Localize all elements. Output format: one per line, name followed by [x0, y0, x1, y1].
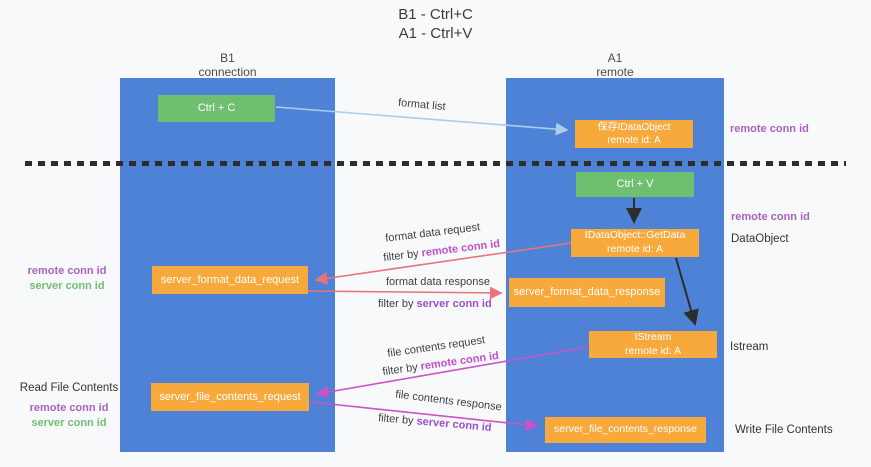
- istream-remote-id: remote id: A: [624, 344, 682, 357]
- lane-header-b1: B1 connection: [120, 51, 335, 80]
- label-remote-conn-id-top-right: remote conn id: [730, 123, 809, 135]
- left-conn-id-group-upper: remote conn id server conn id: [17, 264, 117, 294]
- filter-server-conn-id: server conn id: [416, 415, 493, 434]
- title-line-1: B1 - Ctrl+C: [398, 6, 473, 23]
- filter-server-conn-id: server conn id: [416, 298, 492, 310]
- label-read-file-contents: Read File Contents: [19, 382, 119, 394]
- server-file-contents-response-node: server_file_contents_response: [545, 417, 706, 443]
- label-remote-conn-id-left-lower: remote conn id: [29, 402, 109, 414]
- lane-header-a1: A1 remote: [506, 51, 724, 80]
- left-conn-id-group-lower: remote conn id server conn id: [19, 401, 119, 431]
- server-format-data-response-node: server_format_data_response: [509, 278, 665, 307]
- getdata-title: IDataObject::GetData: [584, 229, 686, 242]
- file-contents-response-label: file contents response: [394, 388, 503, 414]
- filter-by-server-conn-id-label-2: filter by server conn id: [378, 412, 492, 434]
- lane-header-b1-role: connection: [198, 65, 257, 80]
- save-idataobject-remote-id: remote id: A: [607, 135, 661, 146]
- label-write-file-contents: Write File Contents: [735, 424, 833, 436]
- filter-by-server-conn-id-label-1: filter by server conn id: [378, 298, 492, 310]
- label-istream: Istream: [730, 341, 769, 353]
- getdata-remote-id: remote id: A: [606, 243, 664, 255]
- server-format-data-request-node: server_format_data_request: [152, 266, 308, 294]
- save-idataobject-node: 保存IDataObject remote id: A: [575, 120, 693, 148]
- label-server-conn-id-left-upper: server conn id: [29, 279, 105, 292]
- idataobject-getdata-node: IDataObject::GetData remote id: A: [571, 229, 699, 257]
- save-idataobject-title: 保存IDataObject: [597, 122, 671, 133]
- label-remote-conn-id-mid-right: remote conn id: [731, 211, 810, 223]
- format-response-arrow: [307, 286, 503, 300]
- server-file-contents-request-node: server_file_contents_request: [151, 383, 309, 411]
- lane-header-a1-role: remote: [596, 65, 634, 80]
- istream-node: IStream remote id: A: [589, 331, 717, 358]
- dashed-divider: [25, 161, 846, 166]
- filter-prefix: filter by: [377, 412, 418, 428]
- format-list-label: format list: [397, 96, 447, 114]
- label-remote-conn-id-left-upper: remote conn id: [27, 265, 107, 277]
- istream-title: IStream: [634, 330, 672, 343]
- filter-remote-conn-id: remote conn id: [420, 237, 501, 260]
- filter-prefix: filter by: [382, 247, 423, 265]
- filter-prefix: filter by: [381, 360, 422, 379]
- label-dataobject: DataObject: [731, 233, 789, 245]
- lane-header-a1-name: A1: [607, 51, 623, 65]
- title-line-2: A1 - Ctrl+V: [398, 24, 473, 42]
- lane-header-b1-name: B1: [220, 51, 235, 65]
- ctrl-c-node: Ctrl + C: [158, 95, 275, 122]
- format-data-response-label: format data response: [386, 276, 490, 288]
- label-server-conn-id-left-lower: server conn id: [31, 416, 107, 429]
- diagram-title: B1 - Ctrl+C A1 - Ctrl+V: [0, 6, 871, 44]
- ctrl-v-node: Ctrl + V: [576, 172, 694, 197]
- filter-prefix: filter by: [378, 298, 417, 310]
